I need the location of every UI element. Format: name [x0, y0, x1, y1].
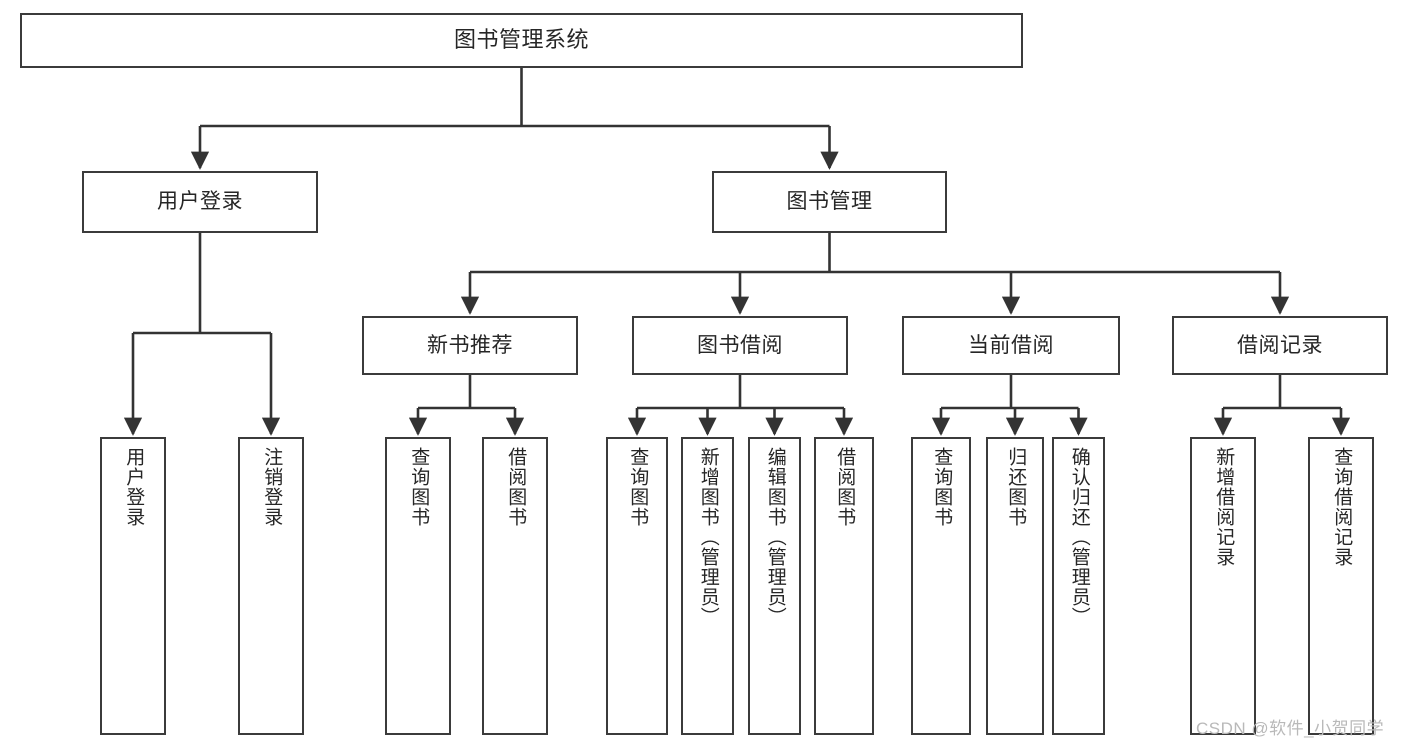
node-label: 编辑图书（管理员）: [764, 447, 786, 627]
node-label: 新增图书（管理员）: [697, 447, 719, 627]
node-leaf-新增借阅记录-11[interactable]: 新增借阅记录: [1190, 437, 1256, 735]
node-l3-图书借阅-1[interactable]: 图书借阅: [632, 316, 848, 375]
node-leaf-新增图书管理员-5[interactable]: 新增图书（管理员）: [681, 437, 734, 735]
node-leaf-借阅图书-7[interactable]: 借阅图书: [814, 437, 874, 735]
node-label: 注销登录: [261, 447, 283, 527]
node-label: 查询图书: [931, 447, 953, 527]
node-leaf-用户登录-0[interactable]: 用户登录: [100, 437, 166, 735]
node-l3-借阅记录-3[interactable]: 借阅记录: [1172, 316, 1388, 375]
node-label: 图书管理系统: [453, 27, 589, 53]
node-l3-新书推荐-0[interactable]: 新书推荐: [362, 316, 578, 375]
node-l2-用户登录-0[interactable]: 用户登录: [82, 171, 318, 233]
node-leaf-借阅图书-3[interactable]: 借阅图书: [482, 437, 548, 735]
node-label: 借阅图书: [505, 447, 527, 527]
node-root[interactable]: 图书管理系统: [20, 13, 1023, 68]
node-label: 用户登录: [157, 190, 243, 214]
node-leaf-查询借阅记录-12[interactable]: 查询借阅记录: [1308, 437, 1374, 735]
node-label: 查询图书: [627, 447, 649, 527]
node-label: 查询借阅记录: [1331, 447, 1353, 567]
node-label: 借阅记录: [1237, 333, 1323, 357]
node-label: 图书借阅: [697, 333, 783, 357]
node-label: 确认归还（管理员）: [1068, 447, 1090, 627]
node-leaf-查询图书-2[interactable]: 查询图书: [385, 437, 451, 735]
node-leaf-归还图书-9[interactable]: 归还图书: [986, 437, 1044, 735]
node-leaf-编辑图书管理员-6[interactable]: 编辑图书（管理员）: [748, 437, 801, 735]
node-label: 借阅图书: [834, 447, 856, 527]
node-l2-图书管理-1[interactable]: 图书管理: [712, 171, 947, 233]
node-label: 归还图书: [1005, 447, 1027, 527]
node-label: 新书推荐: [427, 333, 513, 357]
node-leaf-查询图书-8[interactable]: 查询图书: [911, 437, 971, 735]
node-l3-当前借阅-2[interactable]: 当前借阅: [902, 316, 1120, 375]
node-label: 新增借阅记录: [1213, 447, 1235, 567]
node-label: 用户登录: [123, 447, 145, 527]
node-label: 当前借阅: [968, 333, 1054, 357]
node-leaf-查询图书-4[interactable]: 查询图书: [606, 437, 668, 735]
node-label: 查询图书: [408, 447, 430, 527]
node-label: 图书管理: [786, 190, 873, 214]
node-leaf-确认归还管理员-10[interactable]: 确认归还（管理员）: [1052, 437, 1105, 735]
node-leaf-注销登录-1[interactable]: 注销登录: [238, 437, 304, 735]
